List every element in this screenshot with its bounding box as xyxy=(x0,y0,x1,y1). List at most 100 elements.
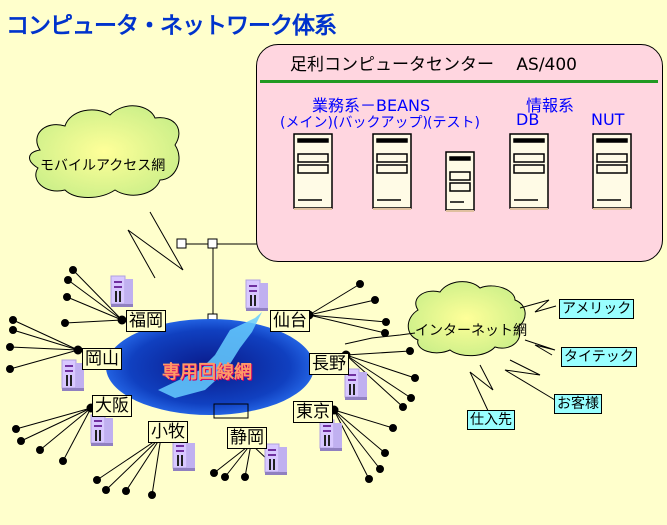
client-node xyxy=(381,329,389,337)
spoke-line xyxy=(66,296,123,321)
server-icon xyxy=(372,133,412,210)
group-label-business: 業務系－BEANS xyxy=(312,96,431,115)
server-icon xyxy=(592,133,632,210)
client-node xyxy=(356,280,364,288)
spoke-line xyxy=(9,346,79,351)
site-sendai: 仙台 xyxy=(270,310,310,332)
page-title: コンピュータ・ネットワーク体系 xyxy=(6,13,337,39)
divider xyxy=(260,80,658,83)
mobile-cloud xyxy=(29,105,180,198)
spoke-line xyxy=(333,409,370,480)
client-node xyxy=(411,374,419,382)
client-node xyxy=(102,486,110,494)
spoke-line xyxy=(345,354,412,399)
site-okayama: 岡山 xyxy=(82,348,122,370)
client-node xyxy=(63,293,71,301)
spoke-line xyxy=(244,443,252,478)
spoke-line xyxy=(9,349,79,370)
spoke-line xyxy=(333,409,381,470)
site-server-icon xyxy=(61,359,85,392)
client-node xyxy=(381,449,389,457)
site-server-icon xyxy=(172,439,196,472)
spoke-line xyxy=(62,407,92,462)
client-node xyxy=(376,465,384,473)
spoke-line xyxy=(15,407,92,430)
spoke-line xyxy=(39,407,92,451)
site-komaki: 小牧 xyxy=(148,421,188,443)
spoke-line xyxy=(64,319,123,324)
server-label-db: DB xyxy=(516,110,540,129)
spoke-line xyxy=(308,314,387,323)
client-node xyxy=(122,487,130,495)
external-suppliers: 仕入先 xyxy=(467,410,515,430)
client-node xyxy=(210,469,218,477)
spoke-line xyxy=(333,409,394,429)
site-shizuoka: 静岡 xyxy=(227,427,267,449)
spoke-line xyxy=(12,319,79,351)
node-connector xyxy=(207,238,218,249)
spoke-line xyxy=(12,329,79,351)
spoke-line xyxy=(345,354,416,379)
server-label-main: (メイン) xyxy=(280,115,333,131)
client-node xyxy=(93,476,101,484)
client-node xyxy=(12,425,20,433)
spoke-line xyxy=(308,299,376,316)
client-node xyxy=(365,475,373,483)
external-customers: お客様 xyxy=(554,394,602,414)
site-osaka: 大阪 xyxy=(92,395,132,417)
server-icon xyxy=(509,133,549,210)
client-node xyxy=(9,326,17,334)
site-server-icon xyxy=(245,279,269,312)
client-node xyxy=(389,424,397,432)
spoke-line xyxy=(308,283,361,316)
client-node xyxy=(241,473,249,481)
site-nagano: 長野 xyxy=(309,353,349,375)
external-americ: アメリック xyxy=(559,299,635,319)
client-node xyxy=(399,403,407,411)
site-tokyo: 東京 xyxy=(293,401,333,423)
group-label-info: 情報系 xyxy=(526,96,575,115)
server-icon xyxy=(293,133,333,210)
site-server-icon xyxy=(264,443,288,476)
client-node xyxy=(59,457,67,465)
leased-line-label: 専用回線網 xyxy=(162,362,252,383)
client-node xyxy=(69,266,77,274)
site-server-icon xyxy=(319,419,343,452)
spoke-line xyxy=(151,436,162,496)
server-label-nut: NUT xyxy=(591,110,625,129)
computer-center-title: 足利コンピュータセンター AS/400 xyxy=(290,55,577,75)
node-connector xyxy=(176,238,187,249)
client-node xyxy=(17,437,25,445)
client-node xyxy=(371,296,379,304)
spoke-line xyxy=(20,407,92,442)
server-label-test: (テスト) xyxy=(427,115,480,131)
spoke-line xyxy=(105,436,162,491)
client-node xyxy=(382,318,390,326)
internet-cloud-label: インターネット網 xyxy=(415,323,527,339)
spoke-line xyxy=(224,443,252,478)
site-server-icon xyxy=(90,414,114,447)
spoke-line xyxy=(96,436,162,481)
client-node xyxy=(61,319,69,327)
site-fukuoka: 福岡 xyxy=(126,310,166,332)
client-node xyxy=(64,276,72,284)
client-node xyxy=(407,394,415,402)
mobile-cloud-label: モバイルアクセス網 xyxy=(40,158,166,174)
client-node xyxy=(148,491,156,499)
server-label-backup: (バックアップ) xyxy=(333,115,428,131)
spoke-line xyxy=(333,409,386,454)
client-node xyxy=(406,347,414,355)
spoke-line xyxy=(308,314,386,334)
external-taitec: タイテック xyxy=(561,347,637,367)
client-node xyxy=(221,473,229,481)
client-node xyxy=(9,316,17,324)
spoke-line xyxy=(345,350,411,356)
server-icon xyxy=(445,151,475,212)
site-server-icon xyxy=(110,275,134,308)
client-node xyxy=(6,365,14,373)
spoke-line xyxy=(345,354,404,408)
client-node xyxy=(6,343,14,351)
spoke-line xyxy=(67,279,123,321)
spoke-line xyxy=(72,269,123,321)
